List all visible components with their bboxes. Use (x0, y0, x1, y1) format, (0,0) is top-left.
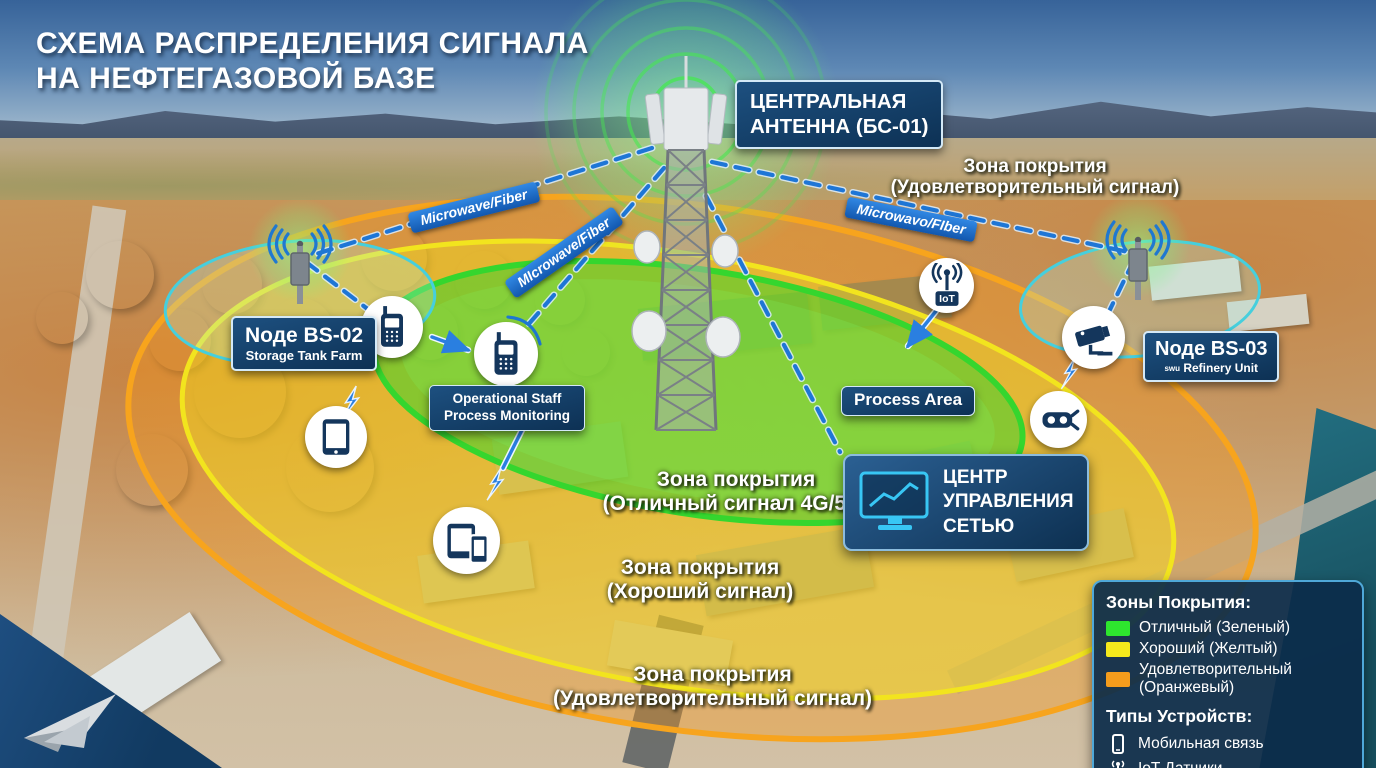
operational-staff-label: Operational Staff Process Monitoring (429, 385, 585, 431)
node-bs03-subtitle: swu Refinery Unit (1164, 361, 1259, 375)
legend-zones-header: Зоны Покрытия: (1106, 592, 1252, 612)
zone-label-good: Зона покрытия (Хороший сигнал) (606, 556, 794, 603)
central-antenna-label: ЦЕНТРАЛЬНАЯ АНТЕННА (БС-01) (735, 80, 944, 150)
smart-glasses-icon (1030, 391, 1087, 448)
device-connectors (428, 302, 944, 472)
title-line-2: НА НЕФТЕГАЗОВОЙ БАЗЕ (36, 62, 436, 96)
legend-device-mobile: Мобильная связь (1106, 733, 1350, 755)
node-bs03-subtitle-prefix: swu (1164, 364, 1180, 373)
legend-panel: Зоны Покрытия: Отличный (Зеленый) Хороши… (1092, 580, 1364, 768)
process-area-label: Process Area (841, 386, 976, 416)
monitor-chart-icon (859, 471, 929, 531)
node-bs03-title: Nоде BS-03 (1155, 338, 1268, 360)
legend-zone-satisfactory: Удовлетворительный (Оранжевый) (1106, 661, 1350, 697)
legend-zone-good: Хороший (Желтый) (1106, 640, 1350, 658)
iot-sensor-icon (1106, 758, 1130, 768)
zone-label-top-right: Зона покрытия (Удовлетворительный сигнал… (890, 156, 1180, 199)
page-title: СХЕМА РАСПРЕДЕЛЕНИЯ СИГНАЛА НА НЕФТЕГАЗО… (36, 26, 589, 97)
iot-sensor-icon: IoT (919, 258, 974, 313)
node-bs03-label: Nоде BS-03 swu Refinery Unit (1143, 331, 1280, 382)
iot-badge-text: IoT (939, 294, 955, 305)
control-center-text: ЦЕНТР УПРАВЛЕНИЯ СЕТЬЮ (943, 467, 1074, 537)
tablet-icon (305, 406, 367, 468)
legend-device-iot: IoT Датчики (1106, 758, 1350, 768)
orange-swatch (1106, 671, 1130, 687)
staff-phone-icon (474, 322, 538, 386)
legend-zone-excellent: Отличный (Зеленый) (1106, 619, 1350, 637)
green-swatch (1106, 620, 1130, 636)
central-antenna-tower (631, 56, 741, 431)
title-line-1: СХЕМА РАСПРЕДЕЛЕНИЯ СИГНАЛА (36, 27, 589, 60)
zone-label-satisfactory: Зона покрытия (Удовлетворительный сигнал… (552, 663, 873, 710)
legend-devices-header: Типы Устройств: (1106, 706, 1253, 726)
tablet-and-phone-icon (433, 507, 500, 574)
node-bs02-title: Nоде BS-02 (245, 324, 364, 347)
network-control-center-label: ЦЕНТР УПРАВЛЕНИЯ СЕТЬЮ (843, 454, 1089, 551)
node-bs02-subtitle: Storage Tank Farm (245, 348, 363, 363)
yellow-swatch (1106, 641, 1130, 657)
cctv-camera-icon (1062, 306, 1125, 369)
mobile-phone-icon (1106, 733, 1130, 755)
paper-plane-logo (24, 694, 116, 752)
node-bs02-label: Nоде BS-02 Storage Tank Farm (231, 316, 378, 371)
